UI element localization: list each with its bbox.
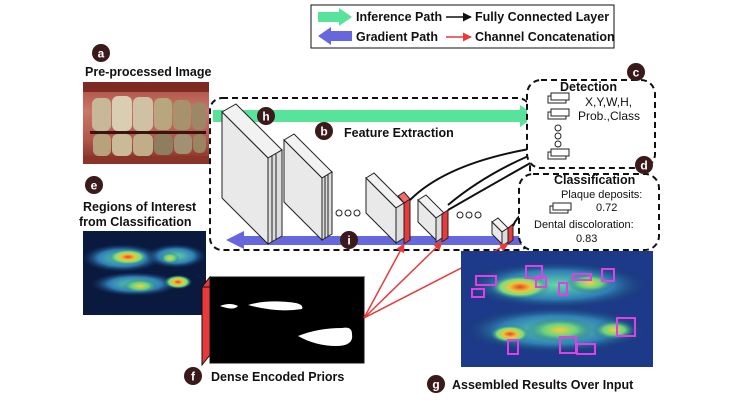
panel-a: a Pre-processed Image	[83, 44, 211, 164]
detection-line2: Prob.,Class	[578, 109, 640, 123]
badge-d-icon	[635, 156, 653, 174]
panel-e: e Regions of Interest from Classificatio…	[79, 176, 206, 315]
feature-extraction-box	[209, 97, 531, 251]
fc-unit-icon	[552, 202, 572, 211]
teeth-photo	[83, 82, 209, 164]
cnn-layer-1	[221, 103, 283, 246]
badge-e-icon	[85, 176, 103, 194]
badge-a-icon	[92, 44, 110, 62]
discoloration-label: Dental discoloration:	[534, 219, 634, 231]
inference-path-arrow	[213, 105, 536, 127]
gradient-arrow-icon	[318, 27, 352, 45]
concat-arrow-1	[363, 243, 405, 319]
discoloration-value: 0.83	[576, 233, 597, 245]
badge-g-icon	[427, 375, 445, 393]
detection-units	[547, 92, 570, 160]
badge-h-icon	[257, 107, 275, 125]
detection-line1: X,Y,W,H,	[585, 95, 632, 109]
assembled-title: Assembled Results Over Input	[452, 378, 634, 392]
classification-title: Classification	[554, 173, 635, 187]
detection-boxes	[471, 265, 636, 355]
panel-f: f Dense Encoded Priors	[184, 275, 366, 385]
badge-c: c	[633, 66, 640, 80]
regions-title-line1: Regions of Interest	[83, 200, 197, 214]
legend: Inference Path Gradient Path Fully Conne…	[310, 4, 615, 49]
legend-gradient-label: Gradient Path	[356, 30, 438, 44]
badge-i: i	[347, 234, 350, 248]
cnn-layer-5	[491, 217, 514, 247]
cnn-layer-4	[417, 194, 449, 243]
badge-c-icon	[627, 63, 645, 81]
inference-arrow-icon	[318, 8, 352, 26]
legend-fc-label: Fully Connected Layer	[475, 10, 609, 24]
badge-e: e	[91, 179, 98, 193]
regions-title-line2: from Classification	[79, 215, 192, 229]
detection-panel: c Detection X,Y,W,H, Prob.,Class	[526, 63, 656, 169]
assembled-overlay	[461, 251, 653, 367]
badge-f: f	[191, 370, 196, 384]
plaque-label: Plaque deposits:	[561, 189, 642, 201]
feature-extraction-title: Feature Extraction	[344, 126, 454, 140]
dense-priors-mask	[209, 276, 365, 364]
plaque-value: 0.72	[596, 202, 617, 214]
fc-arrow-1	[409, 141, 550, 201]
classification-panel: d Classification Plaque deposits: 0.72 D…	[518, 156, 660, 251]
concat-arrow-2	[363, 241, 443, 319]
legend-inference-label: Inference Path	[356, 10, 442, 24]
ellipsis-dots-1	[335, 209, 361, 217]
badge-b: b	[320, 125, 327, 139]
legend-box	[310, 4, 615, 49]
badge-b-icon	[315, 122, 333, 140]
panel-g: g Assembled Results Over Input	[427, 251, 653, 393]
detection-title: Detection	[560, 80, 617, 94]
cnn-layer-2	[283, 133, 333, 242]
badge-h: h	[262, 110, 269, 124]
badge-g: g	[432, 378, 439, 392]
dense-priors-title: Dense Encoded Priors	[211, 370, 344, 384]
badge-d: d	[640, 159, 647, 173]
preprocessed-title: Pre-processed Image	[85, 65, 211, 79]
cnn-layer-3	[365, 172, 411, 245]
badge-f-icon	[184, 367, 202, 385]
ellipsis-dots-2	[456, 211, 482, 219]
classification-box	[518, 173, 660, 251]
roi-heatmap	[82, 231, 206, 315]
badge-a: a	[98, 47, 105, 61]
gradient-path-arrow	[226, 231, 522, 249]
legend-concat-label: Channel Concatenation	[475, 30, 615, 44]
badge-i-icon	[340, 231, 358, 249]
